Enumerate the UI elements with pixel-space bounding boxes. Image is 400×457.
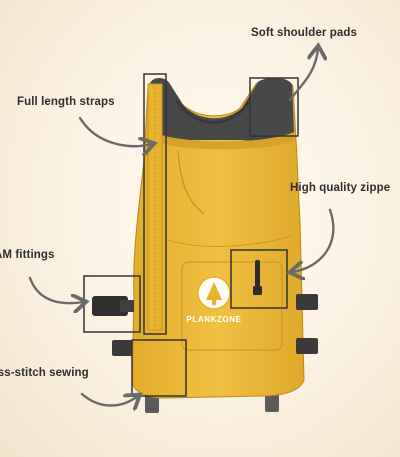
arrow-zipper [292,208,335,272]
arrow-straps [78,116,152,146]
arrow-fittings [28,276,84,303]
label-fittings: AM fittings [0,249,55,261]
brand-logo-text: PLANKZONE [186,315,241,324]
arrow-sewing [80,394,138,406]
right-buckles [296,294,318,354]
zipper-pull [255,260,260,294]
brand-logo-icon [197,276,231,310]
callout-box-straps [143,73,167,335]
front-pocket [181,261,283,351]
arrow-shoulder [288,48,318,102]
bottom-buckles [145,392,279,413]
callout-box-shoulder [249,77,299,137]
left-lower-buckle [112,340,132,356]
label-full-length-straps: Full length straps [17,96,115,108]
callout-box-sewing [131,339,187,397]
label-soft-shoulder-pads: Soft shoulder pads [251,27,357,39]
label-high-quality-zipper: High quality zippe [290,182,391,194]
left-buckle [92,296,134,316]
vest-body [131,79,305,399]
label-cross-stitch-sewing: ross-stitch sewing [0,367,89,379]
shoulder-padding [150,77,294,141]
